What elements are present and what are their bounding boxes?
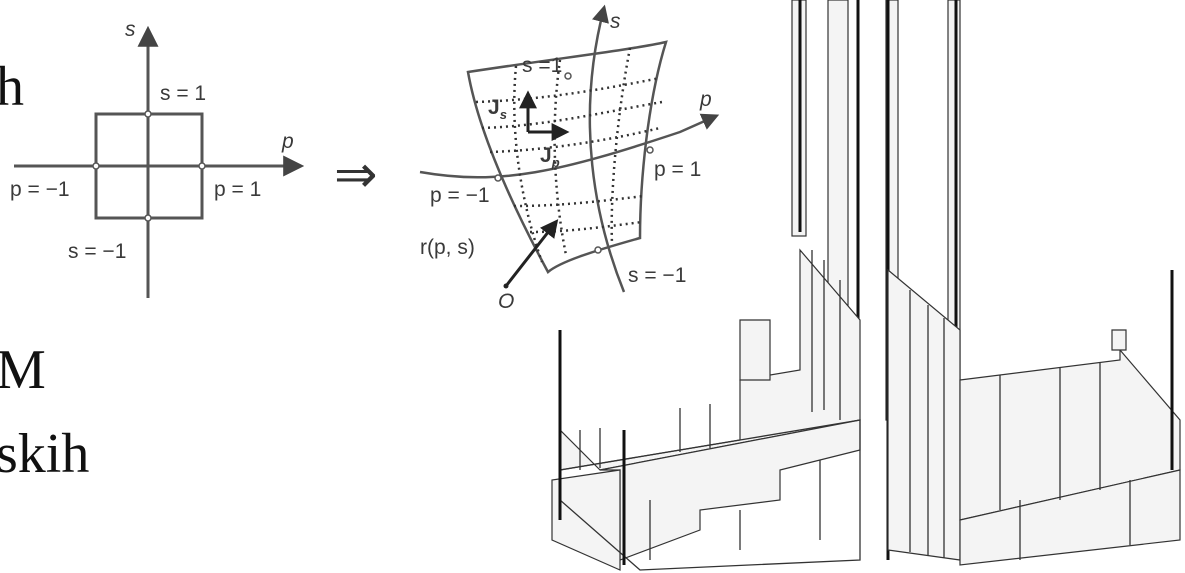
plot-side-wall — [551, 469, 621, 571]
mapped-s-axis — [588, 4, 626, 293]
mapped-s-axis-label: s — [610, 10, 621, 33]
plot-step — [739, 319, 771, 381]
node-marker — [144, 214, 152, 222]
mapped-label-p-neg: p = −1 — [430, 184, 490, 207]
node-marker — [594, 246, 602, 254]
reference-label-s-neg: s = −1 — [68, 240, 126, 263]
mapped-label-s-neg: s = −1 — [628, 264, 686, 287]
slide-text-fragment-1: h — [0, 56, 24, 118]
node-marker — [92, 162, 100, 170]
node-marker — [198, 162, 206, 170]
node-marker — [646, 146, 654, 154]
mapped-label-s-pos: s =1 — [522, 54, 562, 77]
reference-label-s-pos: s = 1 — [160, 82, 206, 105]
mesh-line — [489, 126, 661, 154]
origin-label: O — [498, 290, 514, 313]
field-plot-left-panel — [551, 0, 861, 571]
mesh-line — [513, 194, 645, 208]
mapped-label-p-pos: p = 1 — [654, 158, 701, 181]
mesh-line — [529, 220, 643, 234]
mesh-line — [513, 65, 544, 263]
position-vector-label: r(p, s) — [420, 236, 475, 259]
mesh-line — [553, 59, 568, 256]
origin-point — [503, 283, 509, 289]
reference-element-diagram: s p s = 1 s = −1 p = 1 p = −1 — [10, 18, 305, 298]
reference-label-p-neg: p = −1 — [10, 178, 70, 201]
plot-front-wall — [599, 419, 861, 561]
reference-p-axis-label: p — [281, 130, 294, 153]
mesh-line — [481, 100, 663, 130]
reference-s-axis-label: s — [125, 18, 136, 41]
slide-text-fragment-3: skih — [0, 423, 89, 485]
plot-step — [1111, 329, 1127, 351]
position-vector — [504, 219, 559, 287]
node-marker — [564, 72, 572, 80]
mapped-p-axis — [419, 113, 720, 179]
jacobian-s-label: Js — [488, 96, 507, 122]
mapped-element-diagram: s p s =1 s = −1 p = 1 p = −1 Js Jp r(p, … — [419, 4, 720, 313]
mapped-p-axis-label: p — [699, 88, 712, 111]
node-marker — [494, 174, 502, 182]
plot-column — [827, 0, 849, 331]
reference-label-p-pos: p = 1 — [214, 178, 261, 201]
slide-text-fragment-2: M — [0, 339, 46, 401]
field-plot-right-panel — [885, 0, 1181, 566]
plot-front-wall — [959, 469, 1181, 566]
jacobian-p-label: Jp — [540, 144, 560, 170]
mesh-line — [475, 76, 661, 104]
implies-arrow-icon: ⇒ — [334, 145, 378, 205]
mesh-line — [610, 47, 632, 245]
node-marker — [144, 110, 152, 118]
